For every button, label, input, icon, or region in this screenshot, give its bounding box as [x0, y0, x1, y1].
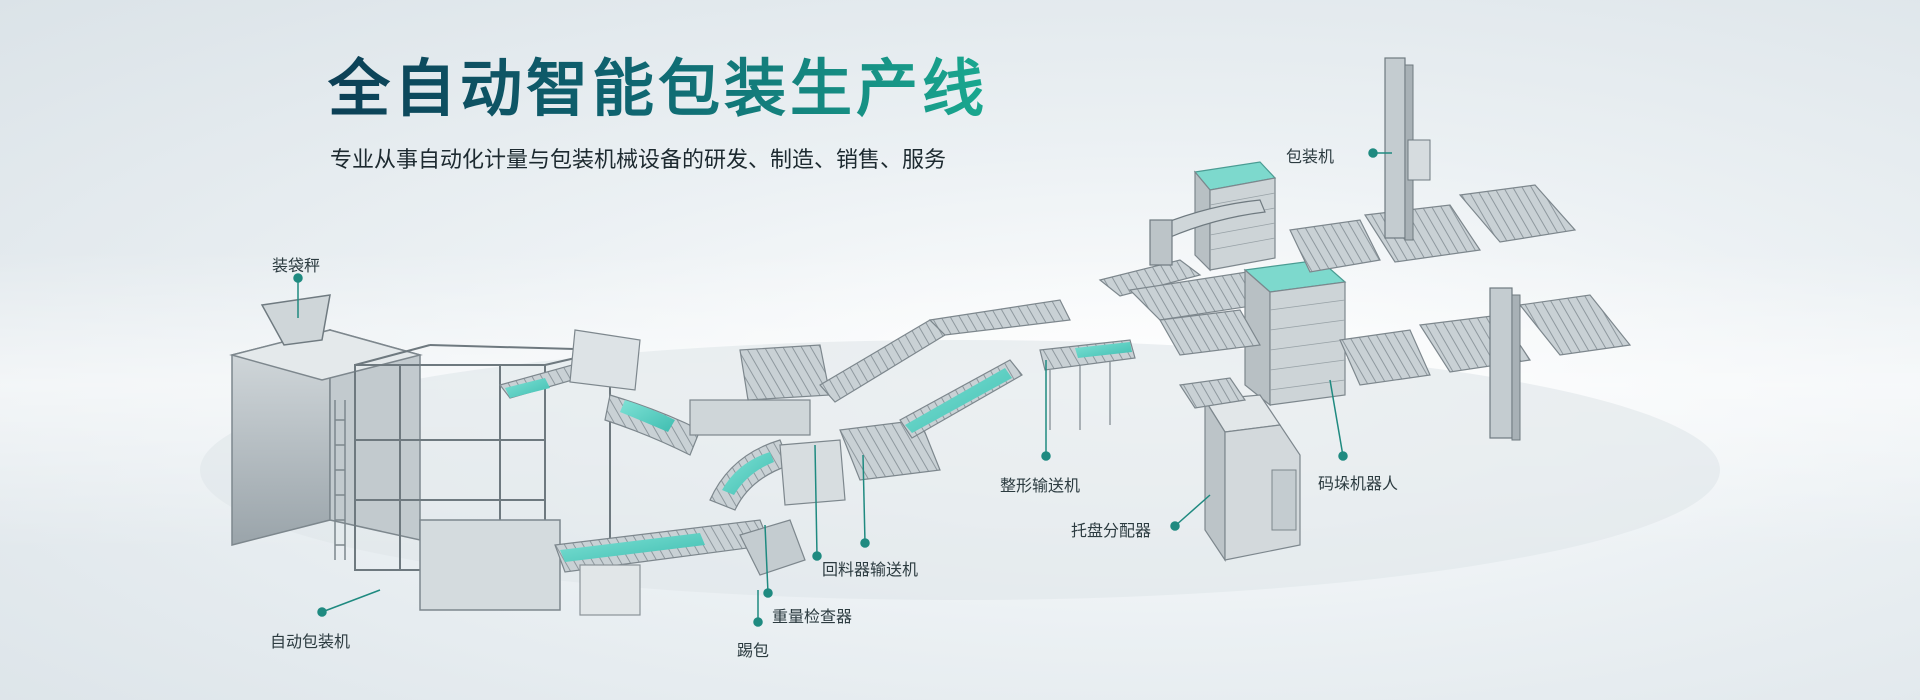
callout-weight-checker: 重量检查器: [772, 607, 853, 626]
hero-title: 全自动智能包装生产线: [328, 38, 988, 128]
leader-pallet-dispenser: [1174, 494, 1211, 527]
shaping-conveyor-graphic: [819, 299, 1136, 439]
upper-conveyor-graphic: [498, 329, 811, 511]
callout-pallet-dispenser: 托盘分配器: [1071, 521, 1152, 540]
floor-shadow: [200, 340, 1720, 600]
leader-palletizing-robot: [1329, 379, 1344, 457]
pallet-dispenser-graphic: [1178, 377, 1301, 562]
leader-return-conveyor: [814, 444, 818, 557]
hero-subtitle: 专业从事自动化计量与包装机械设备的研发、制造、销售、服务: [330, 148, 947, 173]
leader-auto-packing: [321, 589, 381, 613]
callout-auto-packing-machine: 自动包装机: [270, 632, 351, 651]
lower-conveyor-graphic: [554, 519, 806, 616]
callout-shaping-conveyor: 整形输送机: [1000, 476, 1081, 495]
callout-return-conveyor: 回料器输送机: [822, 560, 919, 579]
wrapping-machine-graphic: [1384, 57, 1521, 441]
callout-leaders: [293, 148, 1392, 627]
leader-weight-checker: [764, 524, 769, 594]
palletizing-robot-graphic: [1098, 161, 1347, 407]
callout-wrapping-machine: 包装机: [1286, 147, 1335, 166]
callout-kick-bag: 踢包: [737, 641, 770, 660]
callout-bagging-scale: 装袋秤: [272, 256, 321, 275]
auto-packing-machine-graphic: [229, 294, 611, 611]
callout-palletizing-robot: 码垛机器人: [1318, 474, 1399, 493]
leader-return-conveyor-2: [862, 454, 866, 544]
